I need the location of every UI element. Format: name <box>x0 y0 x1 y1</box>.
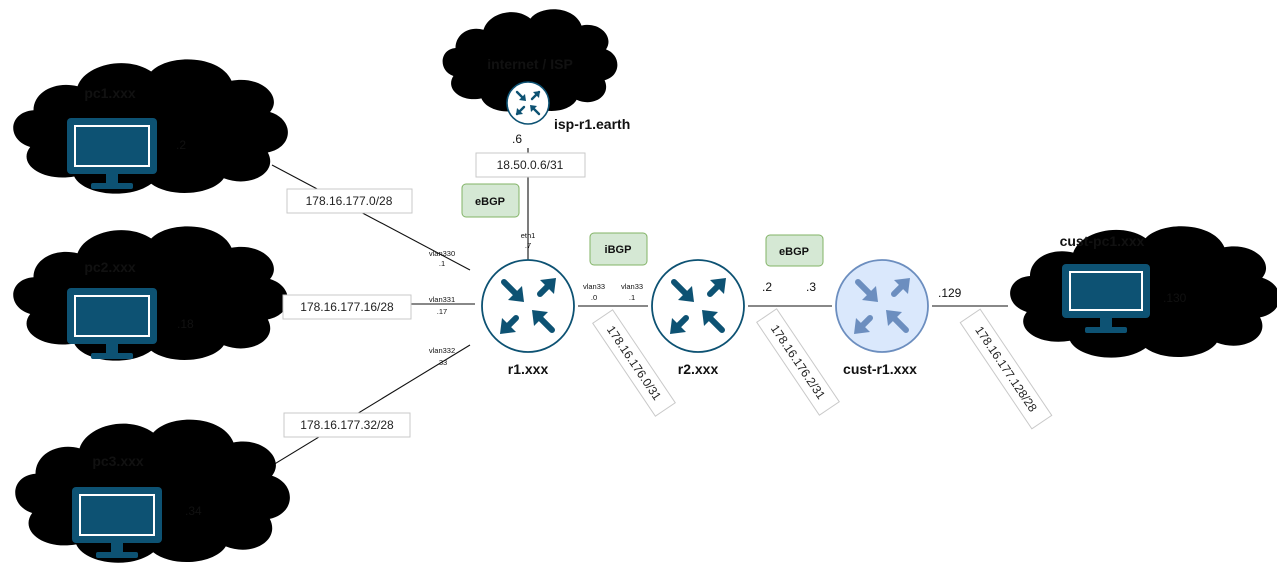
pc3-monitor-icon <box>72 487 162 558</box>
isp-router-icon <box>506 81 550 125</box>
pc2-ip: .18 <box>177 317 194 331</box>
pc1-ip: .2 <box>176 138 186 152</box>
isp-subnet-box: 18.50.0.6/31 <box>475 152 586 178</box>
r1-eth1-iface: eth1 <box>521 231 536 240</box>
ebgp-cust-label: eBGP <box>779 246 809 258</box>
pc1-subnet-box: 178.16.177.0/28 <box>286 188 413 214</box>
isp-subnet: 18.50.0.6/31 <box>497 158 564 172</box>
ebgp-isp-label: eBGP <box>475 196 505 208</box>
r1-vlan330-iface: vlan330 <box>429 249 455 258</box>
internet-cloud-title: internet / ISP <box>487 56 573 72</box>
link-pc1-r1 <box>271 164 471 271</box>
pc3-name: pc3.xxx <box>92 453 144 469</box>
r2-router-icon <box>651 259 745 353</box>
pc2-monitor-icon <box>67 288 157 359</box>
pc2-name: pc2.xxx <box>84 259 136 275</box>
cust-router-ip-left: .3 <box>806 280 816 294</box>
r2-name: r2.xxx <box>678 361 719 377</box>
r1-name: r1.xxx <box>508 361 549 377</box>
cust-router-name: cust-r1.xxx <box>843 361 917 377</box>
isp-router-ip: .6 <box>512 132 522 146</box>
r2-cust-subnet-box: 178.16.176.2/31 <box>756 308 840 416</box>
r2-cust-subnet: 178.16.176.2/31 <box>768 322 828 402</box>
cust-router-ip-right: .129 <box>938 286 962 300</box>
r1-vlan332-iface: vlan332 <box>429 346 455 355</box>
r1-router-icon <box>481 259 575 353</box>
pc3-ip: .34 <box>185 504 202 518</box>
r1-vlan33-iface: vlan33 <box>583 282 605 291</box>
ibgp-label: iBGP <box>605 244 632 256</box>
r2-uplink-ip: .2 <box>762 280 772 294</box>
pc1-name: pc1.xxx <box>84 85 136 101</box>
pc3-subnet-box: 178.16.177.32/28 <box>283 412 411 438</box>
cust-pc-ip: .130 <box>1163 291 1187 305</box>
r2-vlan33-ip: .1 <box>629 293 635 302</box>
cust-router-icon <box>835 259 929 353</box>
ebgp-isp-badge: eBGP <box>461 183 520 218</box>
cust-pc-monitor-icon <box>1062 264 1150 333</box>
pc2-subnet: 178.16.177.16/28 <box>300 300 394 314</box>
r1-vlan330-ip: .1 <box>439 259 445 268</box>
ibgp-badge: iBGP <box>589 232 648 266</box>
pc3-subnet: 178.16.177.32/28 <box>300 418 394 432</box>
pc1-subnet: 178.16.177.0/28 <box>306 194 393 208</box>
cust-subnet: 178.16.177.128/28 <box>972 324 1040 415</box>
pc2-subnet-box: 178.16.177.16/28 <box>282 294 412 320</box>
r1-vlan332-ip: .33 <box>437 358 447 367</box>
pc1-monitor-icon <box>67 118 157 189</box>
isp-router-name: isp-r1.earth <box>554 116 630 132</box>
r1-eth1-ip: .7 <box>525 241 531 250</box>
r1-vlan331-iface: vlan331 <box>429 295 455 304</box>
r1-r2-subnet: 178.16.176.0/31 <box>604 323 664 403</box>
cust-pc-name: cust-pc1.xxx <box>1060 233 1145 249</box>
r2-vlan33-iface: vlan33 <box>621 282 643 291</box>
r1-vlan33-ip: .0 <box>591 293 597 302</box>
ebgp-cust-badge: eBGP <box>765 234 824 267</box>
r1-vlan331-ip: .17 <box>437 307 447 316</box>
